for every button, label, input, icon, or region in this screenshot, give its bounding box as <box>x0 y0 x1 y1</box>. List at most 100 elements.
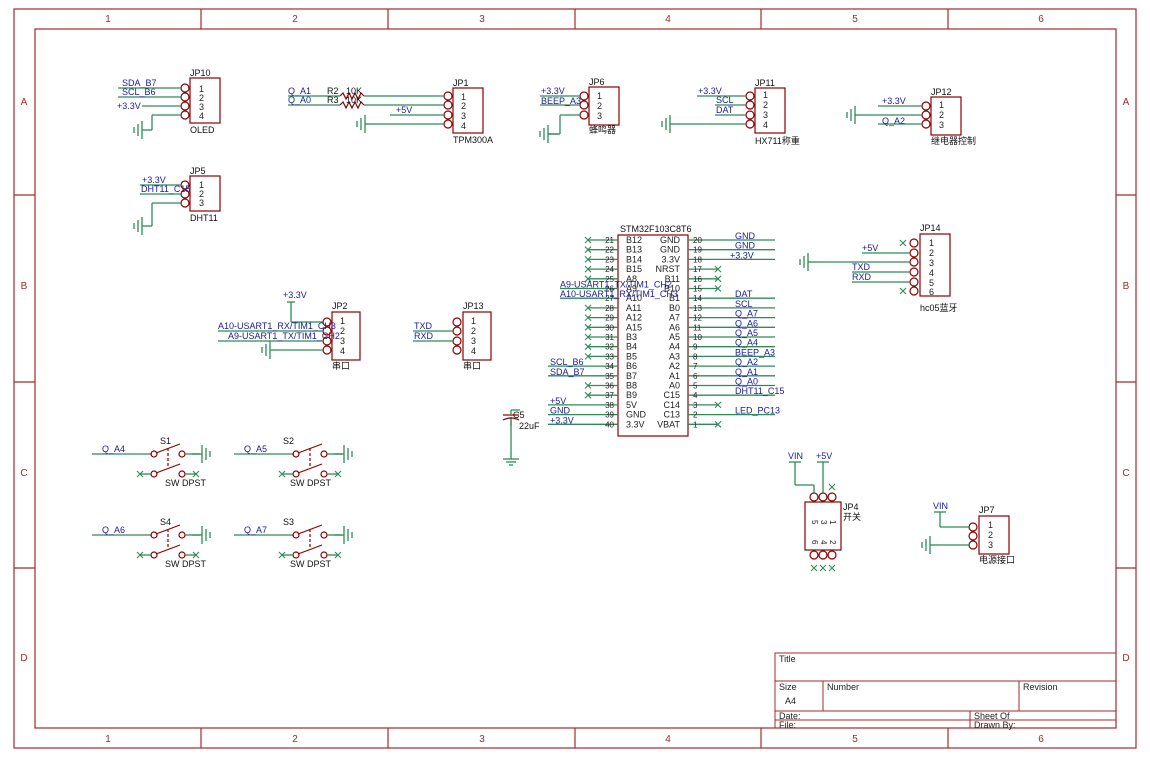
svg-text:+3.3V: +3.3V <box>142 175 166 185</box>
mcu-right-pin-name: A6 <box>669 322 680 332</box>
mcu-left-pin-number: 28 <box>605 304 614 313</box>
mcu-left-pin-number: 37 <box>605 391 614 400</box>
jp10-value: OLED <box>190 125 215 135</box>
switch-value: SW DPST <box>165 559 207 569</box>
svg-text:SCL: SCL <box>716 95 734 105</box>
mcu-left-pin-number: 34 <box>605 362 614 371</box>
mcu-ref: STM32F103C8T6 <box>620 224 692 234</box>
svg-text:+3.3V: +3.3V <box>541 86 565 96</box>
svg-text:+3.3V: +3.3V <box>117 101 141 111</box>
svg-text:4: 4 <box>471 346 476 356</box>
switch-ref: S4 <box>160 517 171 527</box>
svg-text:A10-USART1_RX/TIM1_CH3: A10-USART1_RX/TIM1_CH3 <box>218 321 336 331</box>
svg-text:hc05蓝牙: hc05蓝牙 <box>920 302 958 313</box>
svg-text:2: 2 <box>597 101 602 111</box>
mcu-right-pin-number: 7 <box>693 362 698 371</box>
mcu-right-pin-number: 20 <box>693 236 702 245</box>
mcu-right-pin-name: B1 <box>669 293 680 303</box>
svg-text:1: 1 <box>461 92 466 102</box>
frame-column-label: 3 <box>479 734 485 745</box>
mcu-left-pin-number: 33 <box>605 352 614 361</box>
mcu-left-pin-name: A9 <box>626 284 637 294</box>
title-block: Title Size A4 Number Revision Date: File… <box>774 652 1117 730</box>
mcu-right-pin-number: 1 <box>693 420 698 429</box>
mcu-left-pin-number: 35 <box>605 372 614 381</box>
jp14-hc05-connector: JP14 hc05蓝牙 1 2 3 4 5 6 +5V TXD RXD <box>799 223 958 313</box>
frame-column-label: 5 <box>852 734 858 745</box>
mcu-left-pin-number: 21 <box>605 236 614 245</box>
svg-text:BEEP_A3: BEEP_A3 <box>541 96 581 106</box>
mcu-left-pin-name: B3 <box>626 332 637 342</box>
file-label: File: <box>779 720 796 730</box>
frame-column-label: 6 <box>1038 14 1044 25</box>
revision-label: Revision <box>1023 682 1058 692</box>
date-label: Date: <box>779 711 801 721</box>
svg-text:4: 4 <box>763 120 768 130</box>
svg-text:DHT11_C15: DHT11_C15 <box>141 184 190 194</box>
svg-text:+3.3V: +3.3V <box>882 96 906 106</box>
mcu-right-pin-name: 3.3V <box>661 254 680 264</box>
frame-column-label: 4 <box>665 734 671 745</box>
svg-text:2: 2 <box>929 248 934 258</box>
svg-text:3: 3 <box>988 540 993 550</box>
frame-column-label: 4 <box>665 14 671 25</box>
svg-text:JP1: JP1 <box>453 78 469 88</box>
svg-text:3: 3 <box>199 102 204 112</box>
mcu-right-pin-number: 12 <box>693 314 702 323</box>
switch-value: SW DPST <box>165 478 207 488</box>
mcu-right-net-label: Q_A7 <box>735 309 758 319</box>
mcu-left-pin-name: GND <box>626 410 647 420</box>
mcu-left-pin-name: 3.3V <box>626 419 645 429</box>
mcu-right-pin-name: A7 <box>669 313 680 323</box>
svg-text:JP11: JP11 <box>755 78 775 88</box>
mcu-left-pin-name: 5V <box>626 400 637 410</box>
frame-column-label: 2 <box>292 14 298 25</box>
svg-text:2: 2 <box>828 540 837 545</box>
svg-text:RXD: RXD <box>414 331 434 341</box>
mcu-right-pin-number: 3 <box>693 401 698 410</box>
svg-text:RXD: RXD <box>852 272 872 282</box>
svg-text:Q_A0: Q_A0 <box>288 95 311 105</box>
frame-row-label: D <box>1122 653 1129 664</box>
mcu-left-pin-name: A10 <box>626 293 642 303</box>
mcu-right-pin-number: 11 <box>693 323 702 332</box>
svg-text:SDA_B7: SDA_B7 <box>122 78 157 88</box>
mcu-left-net-label: SCL_B6 <box>550 357 584 367</box>
svg-text:Q_A2: Q_A2 <box>882 116 905 126</box>
mcu-right-pin-name: NRST <box>656 264 681 274</box>
svg-text:22uF: 22uF <box>519 421 540 431</box>
mcu-left-net-label: +5V <box>550 396 566 406</box>
svg-text:3: 3 <box>929 258 934 268</box>
svg-text:JP4: JP4 <box>843 502 859 512</box>
svg-text:2: 2 <box>988 530 993 540</box>
mcu-left-pin-number: 40 <box>605 420 614 429</box>
svg-text:3: 3 <box>340 336 345 346</box>
mcu-right-pin-number: 14 <box>693 294 702 303</box>
mcu-left-net-label: GND <box>550 406 571 416</box>
mcu-right-pin-name: B11 <box>665 274 680 284</box>
mcu-left-pin-name: B7 <box>626 371 637 381</box>
mcu-right-net-label: BEEP_A3 <box>735 347 775 357</box>
mcu-left-pin-number: 36 <box>605 382 614 391</box>
mcu-left-pin-number: 23 <box>605 255 614 264</box>
mcu-right-pin-number: 9 <box>693 343 698 352</box>
mcu-right-pin-number: 2 <box>693 411 698 420</box>
svg-text:继电器控制: 继电器控制 <box>931 135 976 146</box>
svg-text:1: 1 <box>597 91 602 101</box>
mcu-right-net-label: Q_A1 <box>735 367 758 377</box>
mcu-left-net-label: +3.3V <box>550 415 574 425</box>
svg-text:C5: C5 <box>513 410 525 420</box>
svg-text:6: 6 <box>929 287 934 297</box>
mcu-right-net-label: DAT <box>735 289 753 299</box>
svg-text:3: 3 <box>763 110 768 120</box>
mcu-left-pin-number: 32 <box>605 343 614 352</box>
svg-text:3: 3 <box>819 520 828 525</box>
mcu-left-pin-name: B6 <box>626 361 637 371</box>
svg-text:串口: 串口 <box>332 361 350 371</box>
svg-text:5: 5 <box>810 520 819 525</box>
jp13-uart-connector: JP13 串口 1 2 3 4 TXD RXD <box>413 301 492 371</box>
jp1-tpm300a-connector: JP1 TPM300A 1 2 3 4 Q_A1 Q_A0 +5V R2 10K… <box>288 78 493 145</box>
mcu-left-pin-name: B4 <box>626 342 637 352</box>
jp2-uart-connector: JP2 串口 1 2 3 4 +3.3V A10-USART1_RX/TIM1_… <box>218 290 361 371</box>
